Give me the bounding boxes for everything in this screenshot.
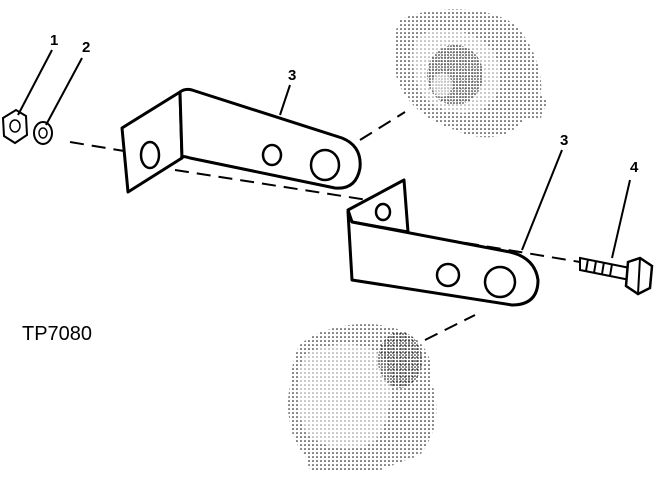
bracket-upper — [120, 87, 362, 194]
bracket-lower — [346, 178, 540, 307]
figure-code: TP7080 — [22, 323, 92, 345]
washer — [33, 121, 53, 145]
callout-2: 2 — [82, 39, 90, 56]
horn-upper — [393, 9, 548, 138]
horn-lower — [288, 324, 437, 470]
hex-bolt — [579, 256, 654, 296]
callout-3-upper: 3 — [288, 67, 296, 84]
leader-lines — [17, 49, 631, 259]
callout-3-lower: 3 — [560, 132, 568, 149]
callout-1: 1 — [50, 32, 58, 49]
hex-nut — [1, 108, 29, 145]
callout-4: 4 — [630, 159, 639, 176]
